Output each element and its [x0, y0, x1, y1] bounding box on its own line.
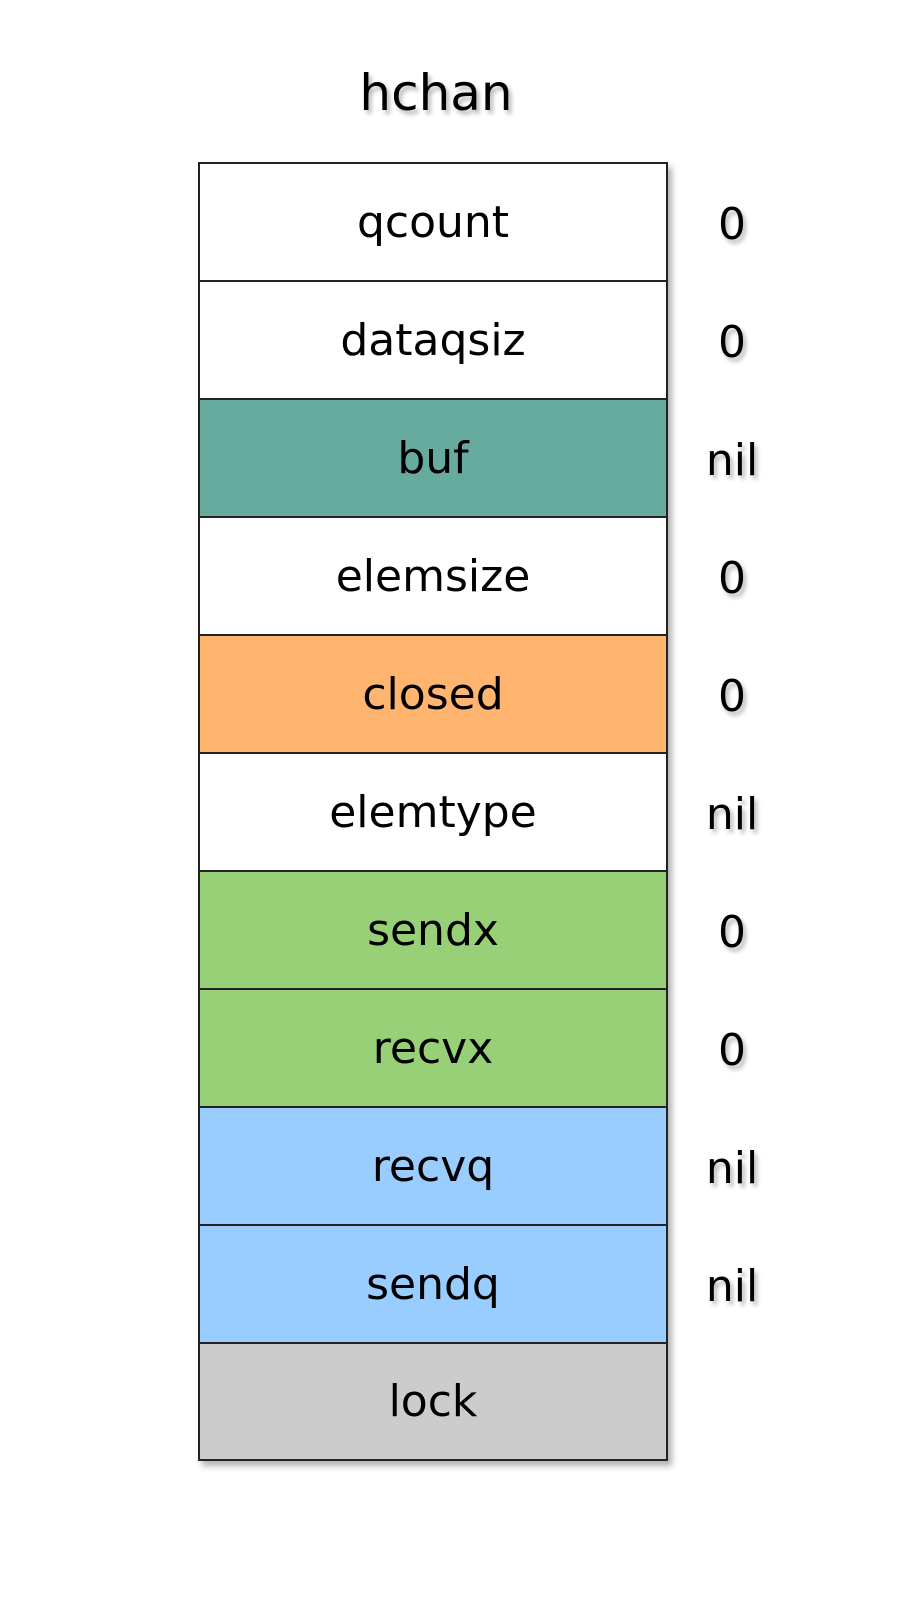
- field-elemsize: elemsize: [198, 516, 668, 634]
- value-buf: nil: [705, 435, 759, 486]
- field-recvx: recvx: [198, 988, 668, 1106]
- field-sendx: sendx: [198, 870, 668, 988]
- field-qcount: qcount: [198, 162, 668, 280]
- value-closed: 0: [718, 671, 746, 722]
- field-label: sendq: [366, 1258, 500, 1310]
- field-buf: buf: [198, 398, 668, 516]
- field-label: recvx: [372, 1022, 494, 1074]
- field-dataqsiz: dataqsiz: [198, 280, 668, 398]
- field-elemtype: elemtype: [198, 752, 668, 870]
- field-label: sendx: [367, 904, 499, 956]
- field-label: closed: [362, 668, 504, 720]
- field-label: recvq: [371, 1140, 495, 1192]
- field-sendq: sendq: [198, 1224, 668, 1342]
- value-sendq: nil: [705, 1261, 759, 1312]
- field-label: buf: [397, 432, 469, 484]
- field-label: lock: [388, 1376, 478, 1427]
- value-elemsize: 0: [718, 553, 746, 604]
- value-recvq: nil: [705, 1143, 759, 1194]
- field-label: qcount: [356, 196, 510, 248]
- value-elemtype: nil: [705, 789, 759, 840]
- field-label: elemtype: [329, 786, 537, 838]
- field-closed: closed: [198, 634, 668, 752]
- field-label: dataqsiz: [340, 314, 526, 366]
- value-sendx: 0: [718, 907, 746, 958]
- struct-title: hchan: [359, 64, 513, 122]
- field-lock: lock: [198, 1342, 668, 1461]
- value-dataqsiz: 0: [718, 317, 746, 368]
- field-label: elemsize: [335, 550, 531, 602]
- value-qcount: 0: [718, 199, 746, 250]
- value-recvx: 0: [718, 1025, 746, 1076]
- hchan-struct: qcount dataqsiz buf elemsize closed elem…: [198, 162, 668, 1461]
- field-recvq: recvq: [198, 1106, 668, 1224]
